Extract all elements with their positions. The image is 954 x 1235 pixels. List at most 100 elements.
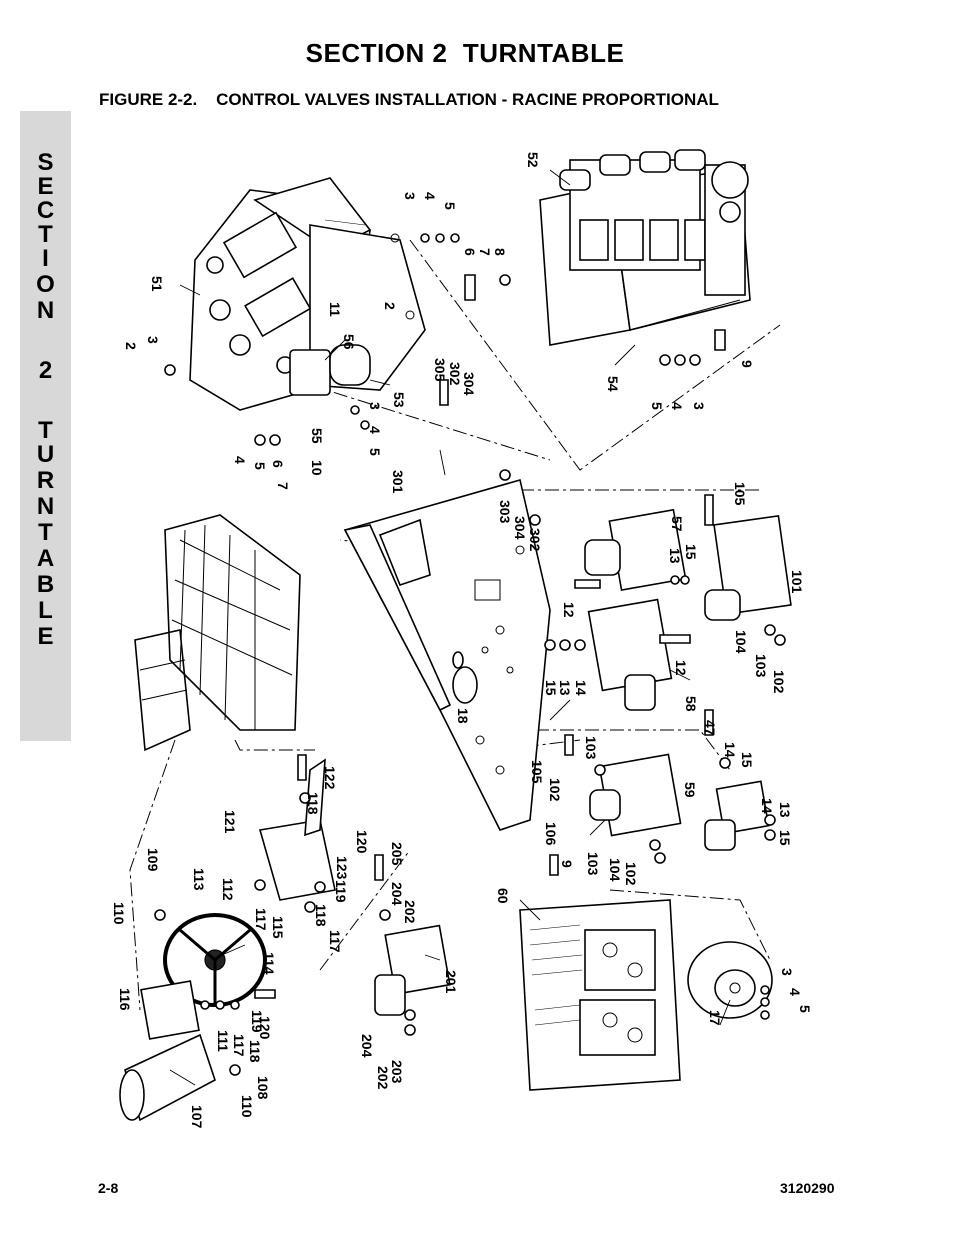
- callout-label: 119: [249, 1010, 265, 1033]
- section-title: SECTION 2 TURNTABLE: [305, 38, 625, 68]
- callout-leader-lines: [169, 169, 731, 1086]
- callout-label: 5: [797, 1005, 813, 1013]
- callout-label: 59: [682, 782, 698, 798]
- callout-label: 7: [275, 482, 291, 490]
- callout-label: 109: [145, 848, 161, 872]
- side-tab-letter: N: [36, 493, 55, 520]
- valve-201: [374, 924, 451, 1016]
- callout-label: 3: [367, 402, 383, 410]
- callout-label: 117: [231, 1034, 247, 1057]
- document-number: 3120290: [780, 1180, 835, 1196]
- callout-label: 10: [309, 460, 325, 476]
- side-tab-letter: S: [37, 149, 54, 176]
- callout-label: 2: [382, 302, 398, 310]
- callout-label: 15: [683, 544, 699, 560]
- callout-label: 111: [215, 1030, 231, 1052]
- callout-label: 113: [191, 868, 207, 891]
- side-tab-letter: T: [38, 519, 53, 546]
- callout-label: 13: [557, 680, 573, 696]
- callout-label: 60: [495, 888, 511, 904]
- valve-101: [704, 514, 792, 621]
- callout-label: 101: [789, 570, 805, 594]
- callout-label: 118: [247, 1040, 263, 1063]
- valve-57: [584, 508, 687, 591]
- callout-label: 103: [753, 654, 769, 678]
- callout-label: 15: [739, 752, 755, 768]
- callout-label: 13: [667, 548, 683, 564]
- callout-label: 4: [422, 192, 438, 200]
- side-tab-letter: A: [36, 545, 55, 572]
- callout-label: 4: [669, 402, 685, 410]
- steering-wheel-114: [163, 913, 267, 1007]
- callout-label: 110: [111, 902, 127, 925]
- valve-assembly-52: [559, 149, 749, 296]
- callout-label: 117: [253, 908, 269, 931]
- side-tab-letter: O: [36, 271, 55, 298]
- callout-label: 17: [707, 1010, 723, 1026]
- callout-label: 202: [402, 900, 418, 924]
- callout-label: 5: [649, 402, 665, 410]
- side-tab-letter: U: [36, 441, 55, 468]
- callout-label: 201: [443, 970, 459, 994]
- hardware-fasteners: [154, 233, 786, 1076]
- control-valves-exploded-diagram: 52 3 4 5 6 7 8 51 2 11 2 3 56 53 305 302…: [111, 149, 813, 1129]
- callout-label: 52: [525, 152, 541, 168]
- callout-label: 117: [327, 930, 343, 953]
- callout-label: 47: [702, 720, 718, 736]
- pump-17: [687, 941, 773, 1019]
- callout-label: 18: [455, 708, 471, 724]
- callout-label: 112: [220, 878, 236, 901]
- callout-label: 204: [389, 882, 405, 906]
- callout-label: 3: [691, 402, 707, 410]
- controller-bracket-121: [258, 758, 336, 901]
- callout-label: 123: [334, 856, 350, 880]
- callout-label: 110: [239, 1095, 255, 1118]
- callout-label: 55: [309, 428, 325, 444]
- side-tab-letter: N: [36, 297, 55, 324]
- platform-basket: [134, 514, 301, 752]
- figure-title: FIGURE 2-2. CONTROL VALVES INSTALLATION …: [99, 90, 719, 109]
- callout-label: 303: [497, 500, 513, 524]
- callout-label: 205: [389, 842, 405, 866]
- callout-label: 121: [222, 810, 238, 834]
- callout-label: 56: [341, 334, 357, 350]
- callout-label: 103: [585, 852, 601, 876]
- solenoid-55: [289, 344, 371, 396]
- callout-label: 114: [261, 952, 277, 975]
- callout-label: 102: [547, 778, 563, 802]
- callout-label: 115: [270, 916, 286, 939]
- part-callouts: 52 3 4 5 6 7 8 51 2 11 2 3 56 53 305 302…: [111, 152, 813, 1129]
- side-tab-letter: L: [38, 597, 53, 624]
- callout-label: 4: [787, 988, 803, 996]
- callout-label: 108: [255, 1076, 271, 1100]
- callout-label: 3: [402, 192, 418, 200]
- callout-label: 14: [759, 798, 775, 814]
- valve-bank-60: [519, 899, 681, 1091]
- callout-label: 106: [543, 822, 559, 846]
- callout-label: 104: [607, 858, 623, 882]
- callout-label: 102: [623, 862, 639, 886]
- callout-label: 203: [389, 1060, 405, 1084]
- callout-label: 3: [779, 968, 795, 976]
- callout-label: 13: [777, 802, 793, 818]
- valve-59: [704, 780, 770, 851]
- callout-label: 120: [354, 830, 370, 854]
- callout-label: 304: [512, 516, 528, 540]
- callout-label: 8: [492, 248, 508, 256]
- callout-label: 15: [777, 830, 793, 846]
- callout-label: 119: [333, 880, 349, 903]
- callout-label: 105: [732, 482, 748, 506]
- callout-label: 202: [375, 1066, 391, 1090]
- callout-label: 118: [305, 792, 321, 815]
- callout-label: 58: [683, 696, 699, 712]
- side-tab-letter: T: [38, 417, 53, 444]
- callout-label: 11: [327, 302, 343, 317]
- callout-label: 15: [543, 680, 559, 696]
- callout-label: 5: [442, 202, 458, 210]
- callout-label: 107: [189, 1105, 205, 1129]
- callout-label: 57: [669, 516, 685, 532]
- callout-label: 105: [529, 760, 545, 784]
- callout-label: 4: [367, 426, 383, 434]
- valve-58: [587, 598, 673, 711]
- side-tab-letter: T: [38, 221, 53, 248]
